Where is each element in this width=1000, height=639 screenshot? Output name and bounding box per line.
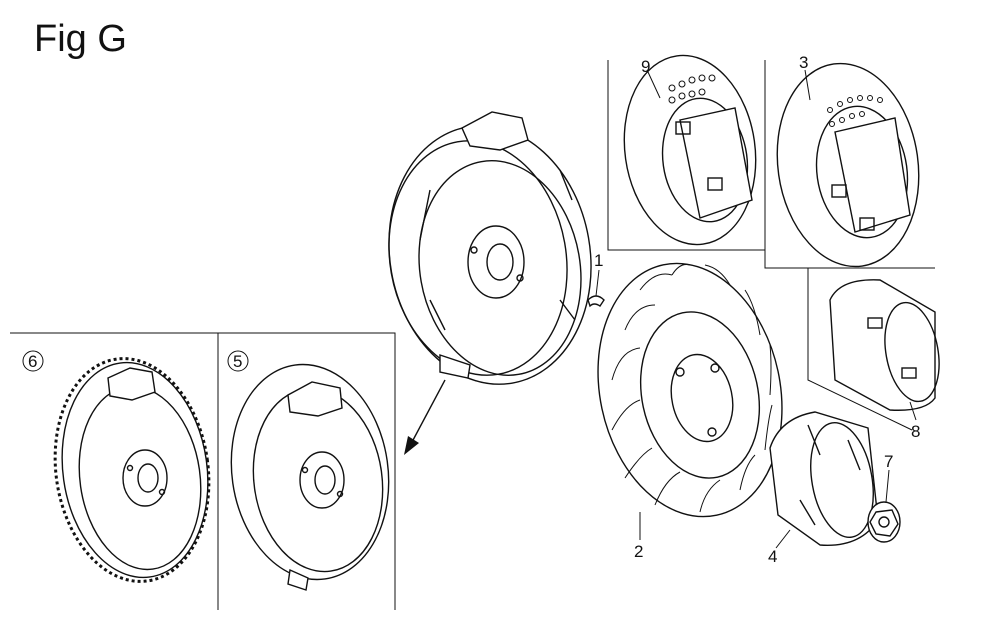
callout-6-circle — [22, 350, 44, 372]
callout-6: 6 — [28, 352, 37, 371]
callout-2: 2 — [634, 542, 643, 561]
flywheel-fan — [597, 262, 783, 518]
pulley-plain — [230, 363, 390, 591]
starter-pulley-main — [388, 111, 592, 385]
pulley-with-ring-gear — [53, 357, 211, 583]
starter-cup-perforated — [623, 54, 757, 246]
flange-nut — [867, 501, 901, 543]
callout-5-circle — [227, 350, 249, 372]
callout-3: 3 — [799, 53, 808, 72]
callout-7: 7 — [884, 452, 893, 471]
perforation-holes — [668, 74, 716, 104]
callout-labels: 1 2 3 4 5 6 7 8 9 — [22, 53, 920, 566]
left-callout-frame — [10, 332, 396, 610]
perforation-holes-alt — [827, 95, 883, 127]
fan-blades — [611, 264, 773, 513]
starter-sleeve — [829, 279, 940, 411]
figure-title: Fig G — [34, 18, 127, 60]
sleeve-callout-frame — [807, 267, 935, 431]
woodruff-key — [587, 295, 605, 308]
exploded-view-arrow — [404, 379, 446, 455]
starter-cup-alternate — [776, 62, 920, 268]
leader-lines — [595, 69, 917, 549]
callout-4: 4 — [768, 547, 777, 566]
starter-cup-small — [769, 411, 879, 546]
callout-1: 1 — [594, 251, 603, 270]
callout-5: 5 — [233, 352, 242, 371]
callout-9: 9 — [641, 57, 650, 76]
callout-8: 8 — [911, 422, 920, 441]
